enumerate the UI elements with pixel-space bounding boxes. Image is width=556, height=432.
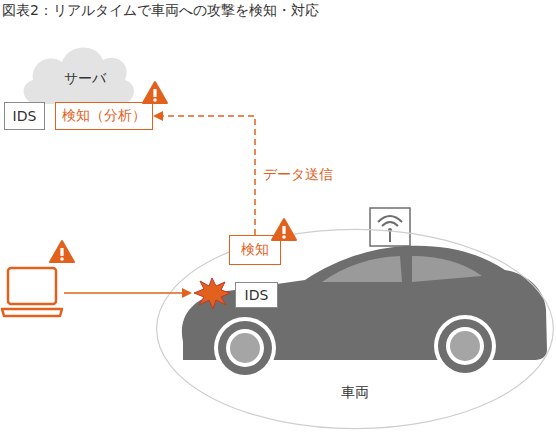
vehicle-ellipse: 車両 検知 IDS xyxy=(155,228,555,430)
detection-box: 検知（分析） xyxy=(55,102,153,130)
warning-icon xyxy=(143,82,167,103)
data-flow-arrow xyxy=(155,116,255,235)
node-label: IDS xyxy=(13,108,37,124)
car-illustration xyxy=(182,246,547,379)
server-cloud: サーバIDS検知（分析） xyxy=(18,40,138,112)
attack-burst xyxy=(194,278,230,309)
laptop-attacker xyxy=(2,268,62,316)
warning-icon xyxy=(272,219,296,240)
ids-box: IDS xyxy=(235,282,278,308)
warning-icon xyxy=(50,241,74,262)
wifi-icon xyxy=(370,208,410,246)
attack-arrow xyxy=(64,292,190,294)
node-label: 検知 xyxy=(241,241,269,259)
ids-box: IDS xyxy=(4,102,45,130)
node-label: IDS xyxy=(245,287,269,303)
edge-label: データ送信 xyxy=(263,166,333,184)
ellipse-outline xyxy=(157,229,554,428)
diagram-title: 図表2：リアルタイムで車両への攻撃を検知・対応 xyxy=(2,2,319,20)
node-label: サーバ xyxy=(64,70,106,88)
node-label: 車両 xyxy=(341,384,369,402)
cloud-outline xyxy=(24,47,134,104)
node-label: 検知（分析） xyxy=(62,107,146,125)
